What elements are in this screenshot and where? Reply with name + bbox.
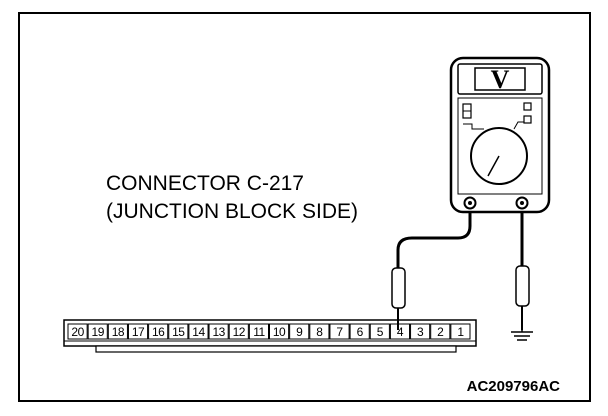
meter-symbol: V	[491, 65, 510, 94]
pin-cell-3	[410, 323, 431, 340]
pin-cell-5	[369, 323, 390, 340]
voltmeter-icon: V	[449, 56, 551, 214]
pin-number-8: 8	[316, 325, 323, 339]
pin-cell-8	[309, 323, 330, 340]
pin-cell-2	[430, 323, 451, 340]
pin-number-10: 10	[273, 325, 286, 339]
pin-number-14: 14	[192, 325, 205, 339]
meter-display-window	[474, 67, 526, 91]
pin-cell-15	[168, 323, 189, 340]
positive-lead-wire	[396, 204, 472, 268]
pin-number-15: 15	[172, 325, 185, 339]
pin-number-20: 20	[71, 325, 84, 339]
pin-cell-17	[127, 323, 149, 340]
connector-subtitle: (JUNCTION BLOCK SIDE)	[106, 200, 358, 223]
pin-number-11: 11	[253, 325, 265, 339]
pin-number-6: 6	[357, 325, 364, 339]
pin-number-7: 7	[336, 325, 343, 339]
connector-title: CONNECTOR C-217	[106, 172, 304, 195]
pin-cell-20	[67, 323, 88, 340]
pin-cell-7	[329, 323, 350, 340]
pin-number-17: 17	[132, 325, 145, 339]
pin-cell-4	[389, 323, 411, 340]
pin-cell-1	[450, 323, 471, 340]
pin-cell-9	[289, 323, 310, 340]
ground-symbol-icon	[511, 320, 533, 341]
pin-cell-10	[269, 323, 290, 340]
ground-probe-handle	[515, 265, 530, 307]
meter-button-top	[523, 102, 532, 111]
meter-button-bottom	[523, 115, 532, 124]
pin-number-2: 2	[437, 325, 444, 339]
figure-frame	[18, 12, 591, 402]
pin-cell-16	[148, 323, 169, 340]
pin-number-9: 9	[296, 325, 303, 339]
pin-number-19: 19	[92, 325, 105, 339]
pin-cell-14	[188, 323, 209, 340]
pin-number-5: 5	[377, 325, 384, 339]
pin-number-18: 18	[112, 325, 125, 339]
pin-cell-13	[208, 323, 229, 340]
pin-cell-19	[87, 323, 108, 340]
meter-dial-pointer	[487, 155, 500, 177]
figure-code: AC209796AC	[467, 378, 561, 395]
pin-number-1: 1	[457, 325, 464, 339]
pin-number-16: 16	[152, 325, 165, 339]
meter-panel	[457, 97, 543, 195]
pin-number-13: 13	[212, 325, 225, 339]
pin-number-3: 3	[417, 325, 424, 339]
pin-cell-11	[248, 323, 270, 340]
pin-cell-6	[349, 323, 370, 340]
connector-tab	[95, 345, 457, 353]
positive-probe-handle	[391, 267, 406, 309]
pin-cell-18	[107, 323, 128, 340]
pin-cell-12	[228, 323, 249, 340]
pin-number-4: 4	[397, 325, 404, 339]
pin-number-12: 12	[233, 325, 246, 339]
